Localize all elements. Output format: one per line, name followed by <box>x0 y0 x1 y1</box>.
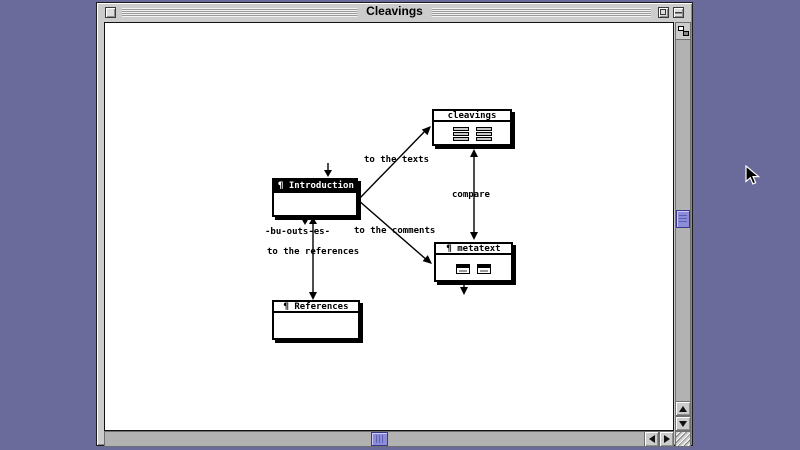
scroll-down-button[interactable] <box>675 416 691 431</box>
node-title: cleavings <box>434 111 510 122</box>
link-arrows-layer <box>301 126 478 300</box>
link-label: to the comments <box>354 226 436 236</box>
scroll-right-icon <box>663 435 670 443</box>
note-icon <box>477 263 491 274</box>
link-line-to-the-texts <box>357 126 431 201</box>
map-view-widget-button[interactable] <box>676 23 690 40</box>
storyspace-map-window: Cleavings <box>96 2 693 447</box>
map-canvas[interactable]: to the texts compare to the comments -bu… <box>104 22 674 431</box>
node-body <box>274 315 358 338</box>
node-title: ¶ References <box>274 302 358 313</box>
scroll-up-button[interactable] <box>675 401 691 416</box>
link-stub-below-introduction <box>301 218 309 225</box>
close-box-icon[interactable] <box>105 7 116 18</box>
scroll-down-icon <box>679 420 687 427</box>
link-stub-below-metatext <box>460 283 468 295</box>
node-body <box>434 124 510 144</box>
resize-grow-box[interactable] <box>675 431 691 447</box>
node-body <box>274 193 356 215</box>
node-title: ¶ metatext <box>436 244 511 255</box>
text-stack-icon <box>452 127 469 141</box>
collapse-box-icon[interactable] <box>673 7 684 18</box>
horizontal-scroll-thumb[interactable] <box>371 432 388 446</box>
vertical-scrollbar[interactable] <box>675 22 691 431</box>
vertical-scroll-thumb[interactable] <box>676 210 690 228</box>
link-label: to the texts <box>364 155 430 165</box>
link-line-to-the-references <box>309 217 317 300</box>
window-title: Cleavings <box>357 4 432 21</box>
link-line-compare <box>470 149 478 240</box>
note-icon <box>456 263 470 274</box>
node-introduction[interactable]: ¶ Introduction <box>272 178 358 217</box>
scroll-up-icon <box>679 405 687 412</box>
collapse-box-inner <box>675 12 682 14</box>
arrow-cursor-icon <box>745 165 761 185</box>
node-title: ¶ Introduction <box>274 180 356 193</box>
link-label: -bu-outs-es- <box>265 227 331 237</box>
link-label: compare <box>452 190 490 200</box>
horizontal-scrollbar[interactable] <box>104 431 674 447</box>
zoom-box-icon[interactable] <box>658 7 669 18</box>
scroll-left-icon <box>648 435 655 443</box>
node-body <box>436 257 511 280</box>
writing-spaces-icon <box>683 31 689 36</box>
window-titlebar[interactable]: Cleavings <box>98 4 691 21</box>
writing-spaces-icon <box>678 26 684 31</box>
zoom-box-inner <box>660 9 666 15</box>
text-stack-icon <box>475 127 492 141</box>
link-stub-into-introduction <box>324 163 332 177</box>
node-cleavings[interactable]: cleavings <box>432 109 512 146</box>
thumb-ridges <box>679 215 687 224</box>
scroll-left-button[interactable] <box>644 431 659 447</box>
link-line-to-the-comments <box>357 199 432 264</box>
node-references[interactable]: ¶ References <box>272 300 360 340</box>
thumb-ridges <box>376 435 385 443</box>
link-label: to the references <box>267 247 360 257</box>
scroll-right-button[interactable] <box>659 431 674 447</box>
node-metatext[interactable]: ¶ metatext <box>434 242 513 282</box>
